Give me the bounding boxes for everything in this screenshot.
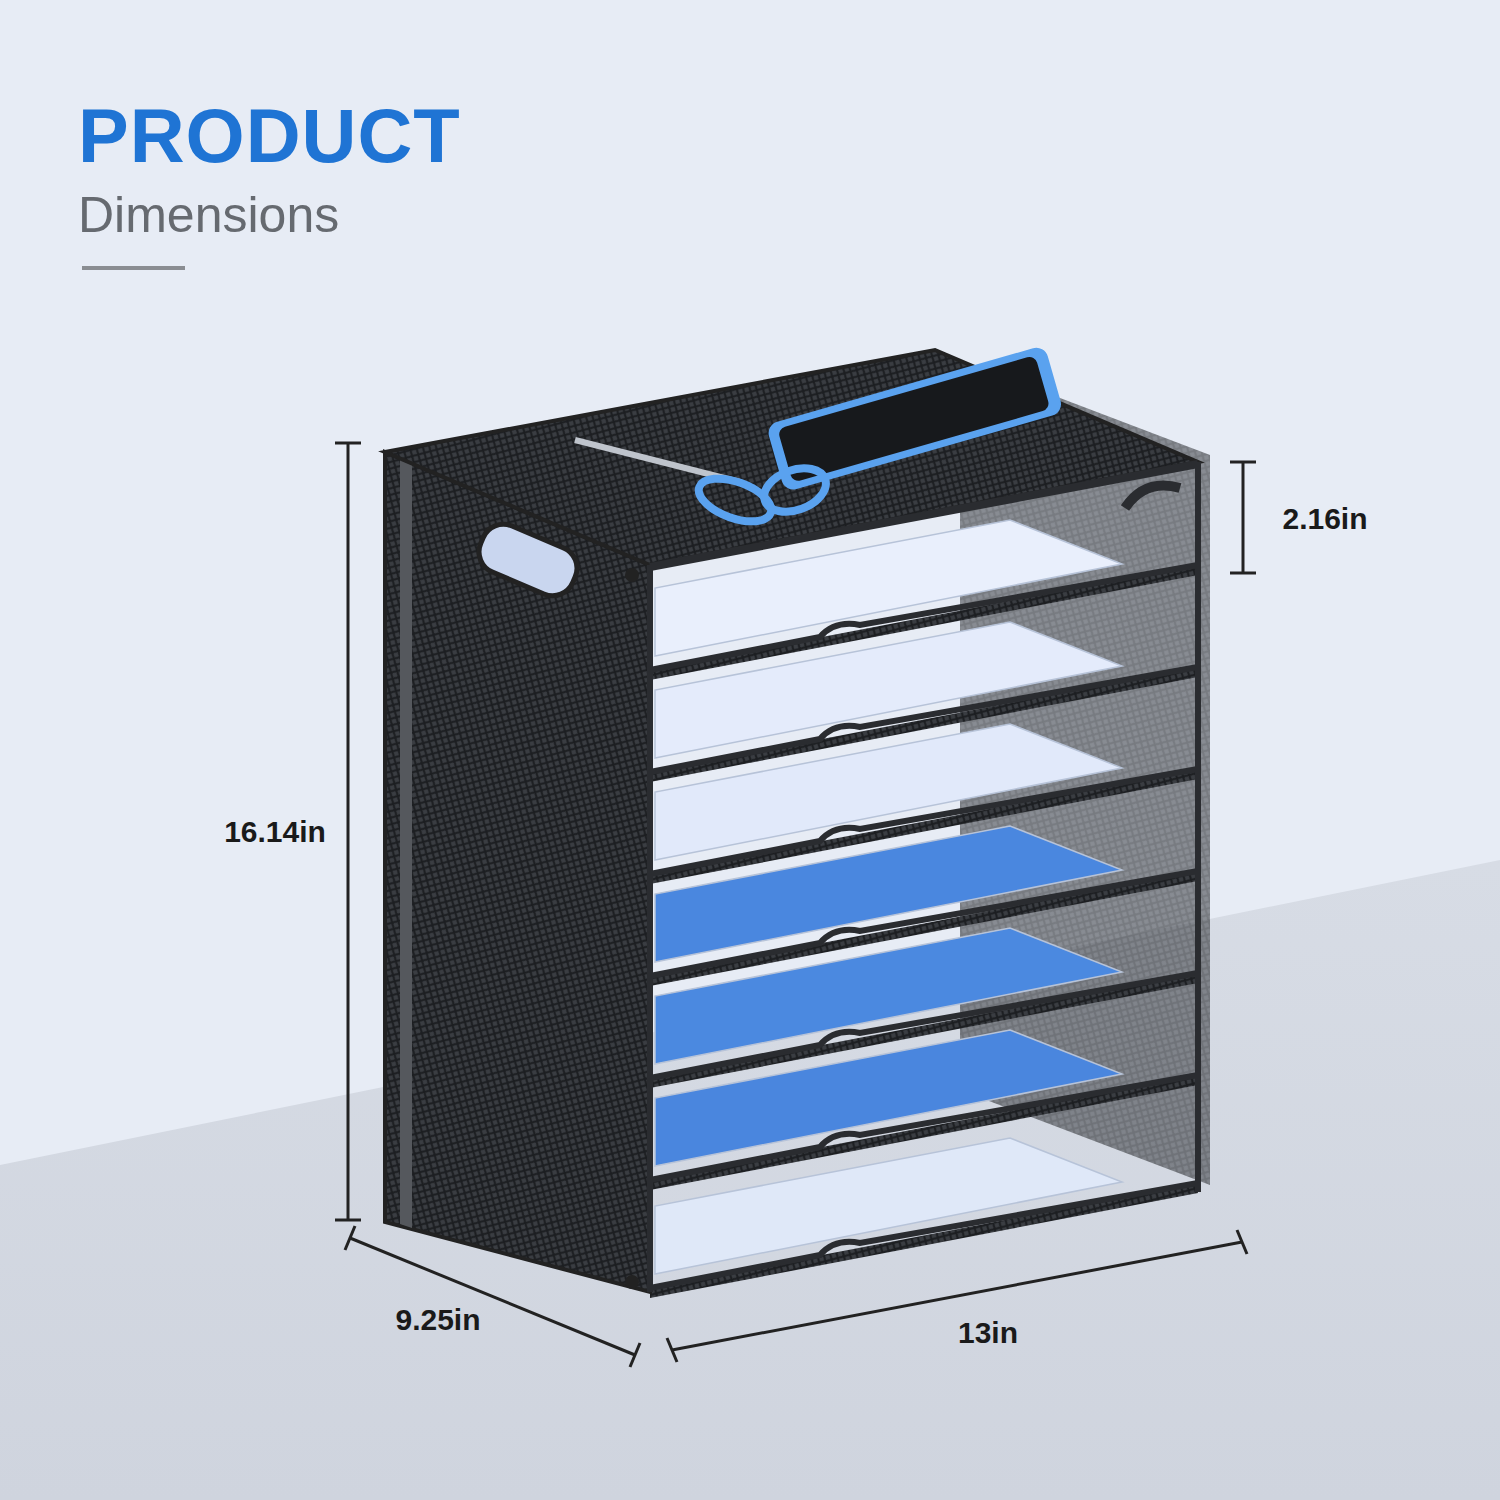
dimension-label: 2.16in — [1282, 502, 1367, 536]
upright — [1195, 462, 1201, 1192]
upright — [647, 565, 653, 1292]
shelf-lip — [650, 1183, 1198, 1288]
top-shelf — [385, 350, 1198, 565]
floor — [0, 860, 1500, 1500]
underline — [82, 266, 185, 270]
screw — [625, 1275, 639, 1289]
side-panel — [385, 452, 650, 1292]
panel-edge — [400, 458, 412, 1228]
subheading: Dimensions — [78, 186, 339, 244]
scissors — [575, 440, 832, 530]
dimension-label: 9.25in — [395, 1303, 480, 1337]
dimension-label: 13in — [958, 1316, 1018, 1350]
screw — [625, 568, 639, 582]
handle — [1125, 486, 1180, 509]
shelf-mesh — [650, 1183, 1198, 1298]
dimension-lines — [335, 443, 1256, 1367]
dimension-label: 16.14in — [224, 815, 326, 849]
shelves — [650, 520, 1198, 1298]
top-lip — [650, 464, 1198, 567]
heading: PRODUCT — [78, 92, 461, 179]
